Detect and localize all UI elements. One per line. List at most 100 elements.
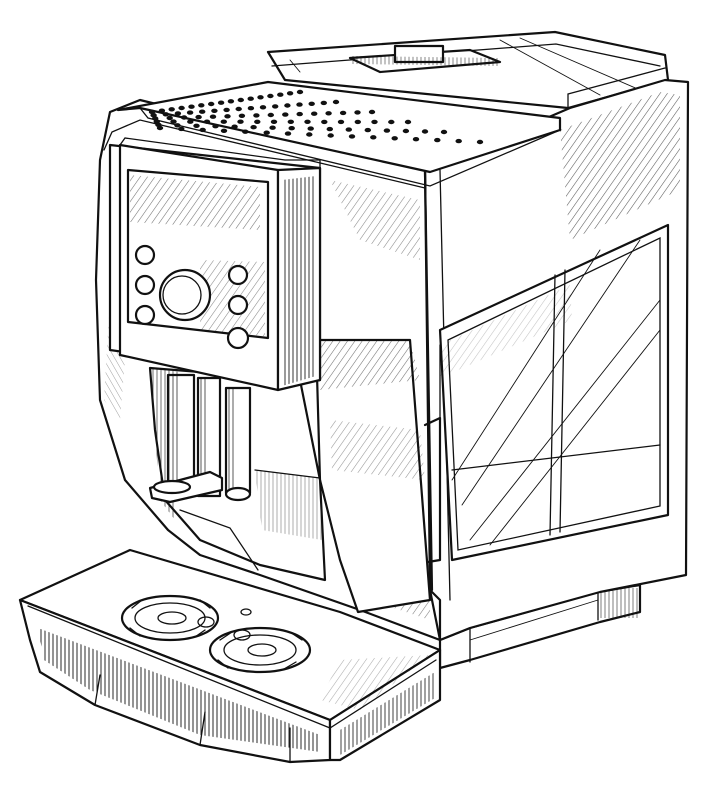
vent-hole: [296, 102, 303, 107]
vent-hole: [180, 115, 188, 120]
vent-hole: [188, 104, 195, 109]
vent-hole: [178, 105, 185, 111]
vent-hole: [209, 114, 217, 119]
vent-hole: [272, 104, 279, 109]
button-left-1[interactable]: [134, 244, 156, 266]
vent-hole: [166, 115, 173, 121]
cup-grate-left: [120, 594, 220, 642]
vent-hole: [371, 119, 378, 125]
coffee-spout: [148, 373, 252, 504]
vent-hole: [402, 128, 410, 134]
top-vent-grille: [148, 89, 484, 145]
vent-hole: [156, 125, 164, 131]
vent-hole: [257, 95, 264, 100]
button-right-1[interactable]: [227, 264, 249, 286]
vent-hole: [345, 127, 352, 132]
vent-hole: [237, 119, 244, 124]
drip-tray: [18, 548, 442, 764]
vent-hole: [339, 110, 347, 116]
vent-hole: [304, 119, 311, 125]
vent-hole: [286, 91, 294, 96]
vent-hole: [247, 96, 254, 101]
vent-hole: [306, 132, 313, 137]
vent-hole: [247, 106, 255, 111]
vent-hole: [220, 128, 228, 133]
vent-hole: [227, 99, 235, 104]
vent-hole: [259, 105, 267, 110]
button-right-2[interactable]: [227, 294, 249, 316]
vent-hole: [388, 119, 395, 125]
vent-hole: [354, 119, 361, 125]
vent-hole: [223, 107, 230, 113]
vent-hole: [253, 113, 260, 118]
vent-hole: [337, 119, 345, 125]
vent-hole: [307, 126, 314, 131]
vent-hole: [284, 103, 291, 108]
vent-hole: [178, 126, 185, 132]
vent-hole: [208, 101, 215, 107]
vent-hole: [455, 138, 462, 144]
vent-hole: [326, 126, 333, 132]
vent-hole: [263, 130, 270, 135]
vent-hole: [174, 111, 182, 116]
vent-hole: [282, 112, 289, 117]
vent-hole: [440, 129, 448, 135]
vent-hole: [434, 137, 441, 143]
vent-hole: [412, 137, 420, 142]
vent-hole: [193, 123, 200, 128]
center-dial[interactable]: [158, 268, 212, 322]
vent-hole: [321, 119, 328, 125]
vent-hole: [383, 128, 391, 133]
water-tank: [423, 223, 670, 564]
vent-hole: [238, 113, 246, 119]
front-door: [314, 338, 432, 614]
vent-hole: [203, 119, 211, 124]
vent-hole: [168, 107, 175, 112]
vent-hole: [277, 92, 284, 97]
vent-hole: [237, 97, 244, 103]
vent-hole: [288, 126, 295, 131]
vent-hole: [170, 119, 177, 124]
drip-indicator: [240, 608, 252, 616]
vent-hole: [364, 127, 371, 133]
vent-hole: [254, 119, 261, 125]
vent-hole: [325, 111, 332, 116]
vent-hole: [217, 100, 225, 105]
vent-hole: [296, 111, 303, 117]
vent-hole: [391, 136, 398, 141]
vent-hole: [235, 106, 242, 112]
vent-hole: [267, 93, 274, 99]
vent-hole: [370, 135, 377, 140]
vent-hole: [404, 119, 412, 125]
control-buttons: [134, 244, 250, 350]
button-left-3[interactable]: [134, 304, 156, 326]
vent-hole: [368, 109, 376, 115]
vent-hole: [287, 119, 294, 125]
vent-hole: [311, 111, 318, 116]
vent-hole: [270, 119, 278, 125]
vent-hole: [198, 103, 205, 108]
vent-hole: [332, 99, 340, 105]
vent-hole: [269, 125, 276, 130]
vent-hole: [308, 101, 315, 107]
vent-hole: [212, 124, 219, 129]
button-right-3[interactable]: [226, 326, 250, 350]
vent-hole: [242, 129, 249, 134]
vent-hole: [195, 114, 202, 120]
vent-hole: [158, 108, 166, 113]
vent-hole: [296, 89, 304, 95]
vent-hole: [284, 131, 292, 136]
vent-hole: [199, 127, 206, 133]
vent-hole: [320, 100, 327, 106]
vent-hole: [327, 133, 334, 138]
vent-hole: [250, 125, 257, 130]
vent-hole: [348, 134, 356, 139]
cup-grate-right: [208, 608, 312, 674]
button-left-2[interactable]: [134, 274, 156, 296]
vent-hole: [199, 109, 206, 114]
vent-hole: [224, 114, 231, 119]
vent-hole: [220, 119, 227, 124]
vent-hole: [354, 110, 361, 115]
